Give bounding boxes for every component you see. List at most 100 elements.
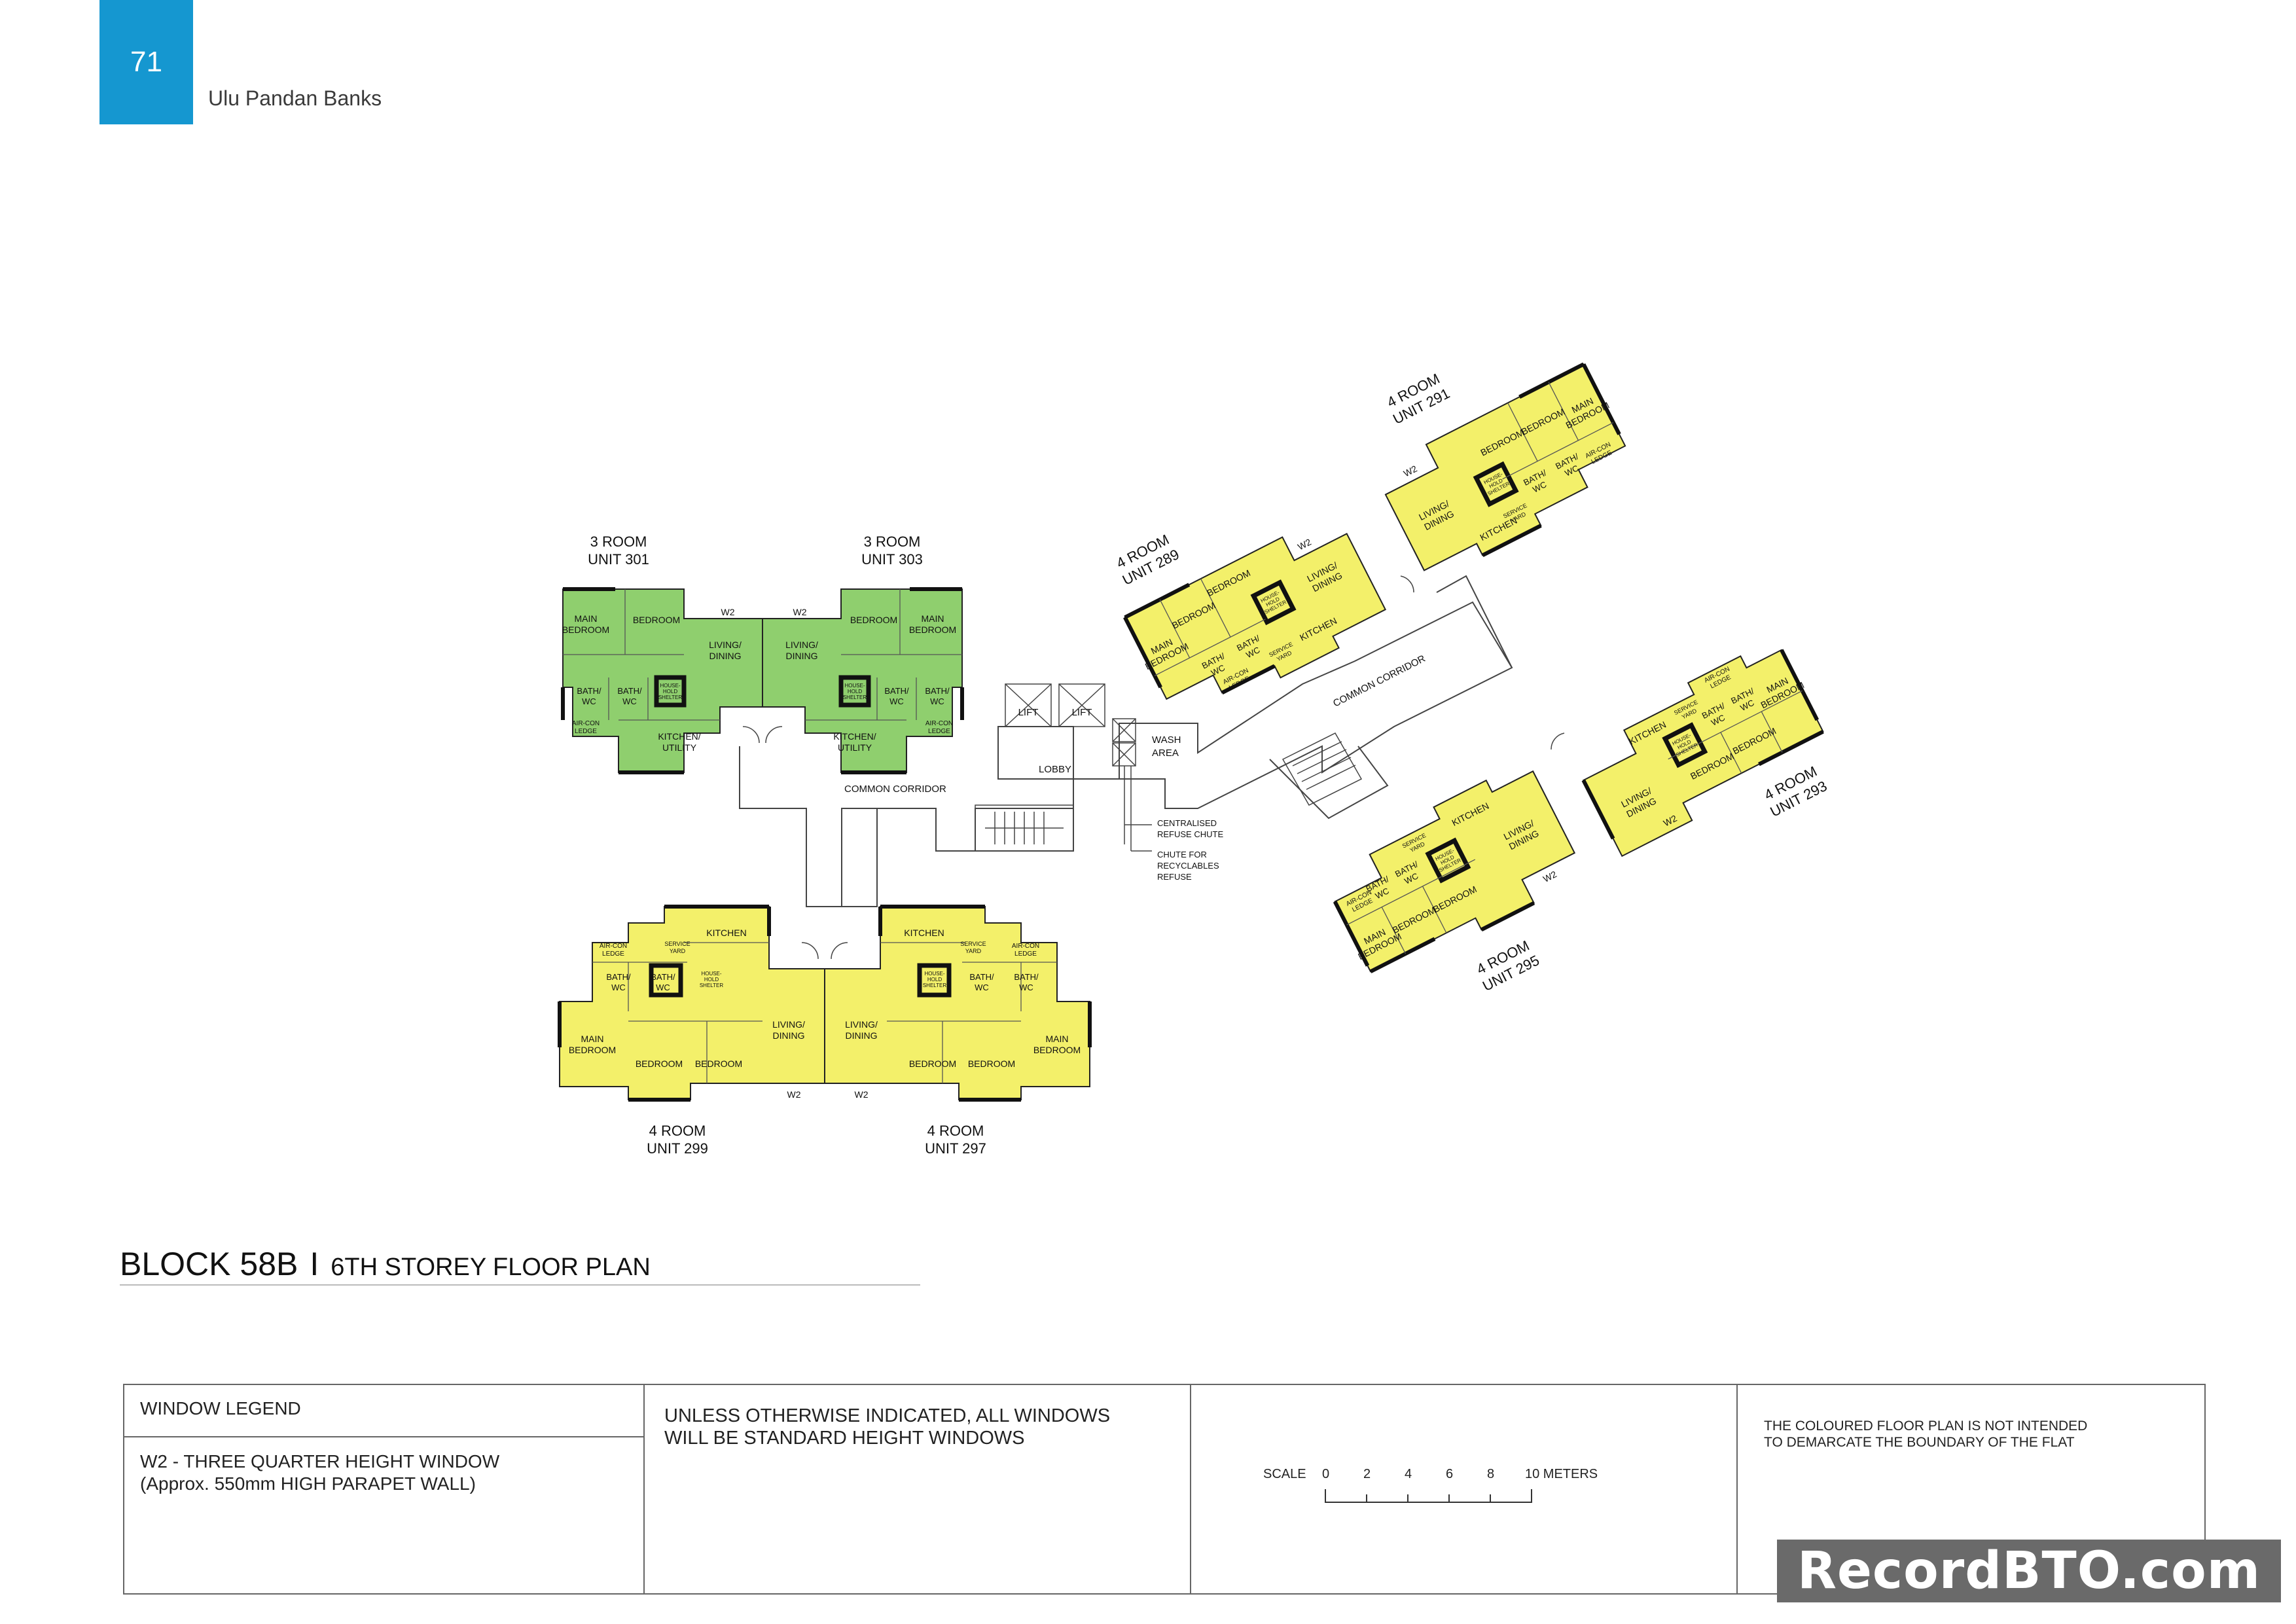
- scale-label: SCALE: [1263, 1467, 1306, 1481]
- unit-297-bath-label-1: BATH/WC: [969, 972, 994, 992]
- unit-293: MAINBEDROOM BEDROOM BEDROOM LIVING/DININ…: [1581, 649, 1829, 857]
- scale-tick-8: 8: [1487, 1467, 1495, 1481]
- unit-299-living-label: LIVING/DINING: [772, 1019, 805, 1041]
- disclaimer-cell: THE COLOURED FLOOR PLAN IS NOT INTENDED …: [1738, 1385, 2204, 1593]
- window-legend-body: W2 - THREE QUARTER HEIGHT WINDOW (Approx…: [140, 1451, 499, 1495]
- watermark: RecordBTO.com: [1777, 1540, 2281, 1602]
- window-legend-heading: WINDOW LEGEND: [124, 1385, 643, 1437]
- block-title: BLOCK 58B I 6TH STOREY FLOOR PLAN: [120, 1245, 651, 1283]
- unit-291: MAINBEDROOM BEDROOM BEDROOM LIVING/DININ…: [1382, 362, 1626, 571]
- unit-289-label: 4 ROOMUNIT 289: [1111, 530, 1181, 588]
- unit-289-w2-label: W2: [1296, 536, 1313, 552]
- unit-295-w2-label: W2: [1541, 869, 1558, 884]
- unit-301-bath-label-2: BATH/WC: [617, 686, 642, 706]
- page-number: 71: [130, 46, 162, 78]
- block-name: BLOCK 58B: [120, 1246, 298, 1282]
- w2-parapet-note: (Approx. 550mm HIGH PARAPET WALL): [140, 1473, 476, 1494]
- unit-299-bedroom-label-2: BEDROOM: [695, 1058, 742, 1069]
- lift-label-1: LIFT: [1018, 707, 1039, 718]
- unit-299-bath-label-1: BATH/WC: [606, 972, 631, 992]
- stair-west: [975, 804, 1074, 852]
- title-underline: [120, 1284, 920, 1286]
- scale-tick-10: 10 METERS: [1525, 1467, 1598, 1481]
- common-corridor-label-west: COMMON CORRIDOR: [844, 784, 946, 795]
- unit-297-bedroom-label-1: BEDROOM: [909, 1058, 956, 1069]
- stair-east: [1282, 732, 1363, 806]
- unit-301-living-label: LIVING/DINING: [709, 640, 742, 661]
- scale-tick-0: 0: [1322, 1467, 1330, 1481]
- lift-shafts: [1005, 683, 1152, 852]
- unit-303-w2-label: W2: [793, 607, 807, 617]
- lift-label-2: LIFT: [1072, 707, 1092, 718]
- unit-299-w2-label: W2: [787, 1089, 801, 1100]
- unit-299-kitchen-label: KITCHEN: [706, 928, 746, 938]
- unit-301-bedroom-label: BEDROOM: [633, 615, 680, 625]
- unit-303-bedroom-label: BEDROOM: [850, 615, 897, 625]
- scale-ruler: [1325, 1489, 1532, 1503]
- w2-description: W2 - THREE QUARTER HEIGHT WINDOW: [140, 1451, 500, 1471]
- unit-297-bath-label-2: BATH/WC: [1014, 972, 1039, 992]
- unit-301-bath-label-1: BATH/WC: [577, 686, 601, 706]
- scale-tick-2: 2: [1363, 1467, 1371, 1481]
- unit-303-living-label: LIVING/DINING: [785, 640, 818, 661]
- unit-293-label: 4 ROOMUNIT 293: [1759, 762, 1829, 820]
- scale-cell: SCALE 0 2 4 6 8 10 METERS: [1191, 1385, 1738, 1593]
- disclaimer-line-2: TO DEMARCATE THE BOUNDARY OF THE FLAT: [1764, 1435, 2075, 1450]
- storey-name: 6TH STOREY FLOOR PLAN: [331, 1254, 651, 1281]
- disclaimer: THE COLOURED FLOOR PLAN IS NOT INTENDED …: [1764, 1418, 2087, 1451]
- unit-303-bath-label-2: BATH/WC: [925, 686, 950, 706]
- window-legend-cell: WINDOW LEGEND W2 - THREE QUARTER HEIGHT …: [124, 1385, 645, 1593]
- unit-289: MAINBEDROOM BEDROOM BEDROOM LIVING/DININ…: [1111, 530, 1387, 700]
- project-name: Ulu Pandan Banks: [208, 86, 382, 110]
- page-number-badge: 71: [99, 0, 193, 124]
- unit-295-label: 4 ROOMUNIT 295: [1472, 936, 1542, 994]
- unit-297-w2-label: W2: [855, 1089, 869, 1100]
- scale-bar: SCALE 0 2 4 6 8 10 METERS: [1263, 1467, 1656, 1532]
- scale-tick-4: 4: [1405, 1467, 1412, 1481]
- window-note-cell: UNLESS OTHERWISE INDICATED, ALL WINDOWS …: [645, 1385, 1191, 1593]
- unit-299-bath-label-2: BATH/WC: [651, 972, 675, 992]
- unit-297-living-label: LIVING/DINING: [845, 1019, 878, 1041]
- unit-291-w2-label: W2: [1402, 463, 1419, 479]
- unit-303-kitchen-label: KITCHEN/UTILITY: [833, 731, 876, 753]
- common-corridor-label-east: COMMON CORRIDOR: [1331, 653, 1427, 710]
- unit-301-kitchen-label: KITCHEN/UTILITY: [658, 731, 700, 753]
- disclaimer-line-1: THE COLOURED FLOOR PLAN IS NOT INTENDED: [1764, 1418, 2088, 1434]
- window-note-line-2: WILL BE STANDARD HEIGHT WINDOWS: [664, 1428, 1025, 1449]
- scale-tick-6: 6: [1446, 1467, 1454, 1481]
- legend-table: WINDOW LEGEND W2 - THREE QUARTER HEIGHT …: [123, 1384, 2206, 1595]
- door-swings: [742, 575, 1565, 960]
- window-note: UNLESS OTHERWISE INDICATED, ALL WINDOWS …: [664, 1405, 1110, 1449]
- title-separator: I: [310, 1246, 319, 1282]
- unit-297-kitchen-label: KITCHEN: [904, 928, 944, 938]
- unit-303-bath-label-1: BATH/WC: [884, 686, 909, 706]
- unit-301-w2-label: W2: [721, 607, 735, 617]
- unit-291-label: 4 ROOMUNIT 291: [1382, 369, 1452, 427]
- unit-299-bedroom-label-1: BEDROOM: [636, 1058, 683, 1069]
